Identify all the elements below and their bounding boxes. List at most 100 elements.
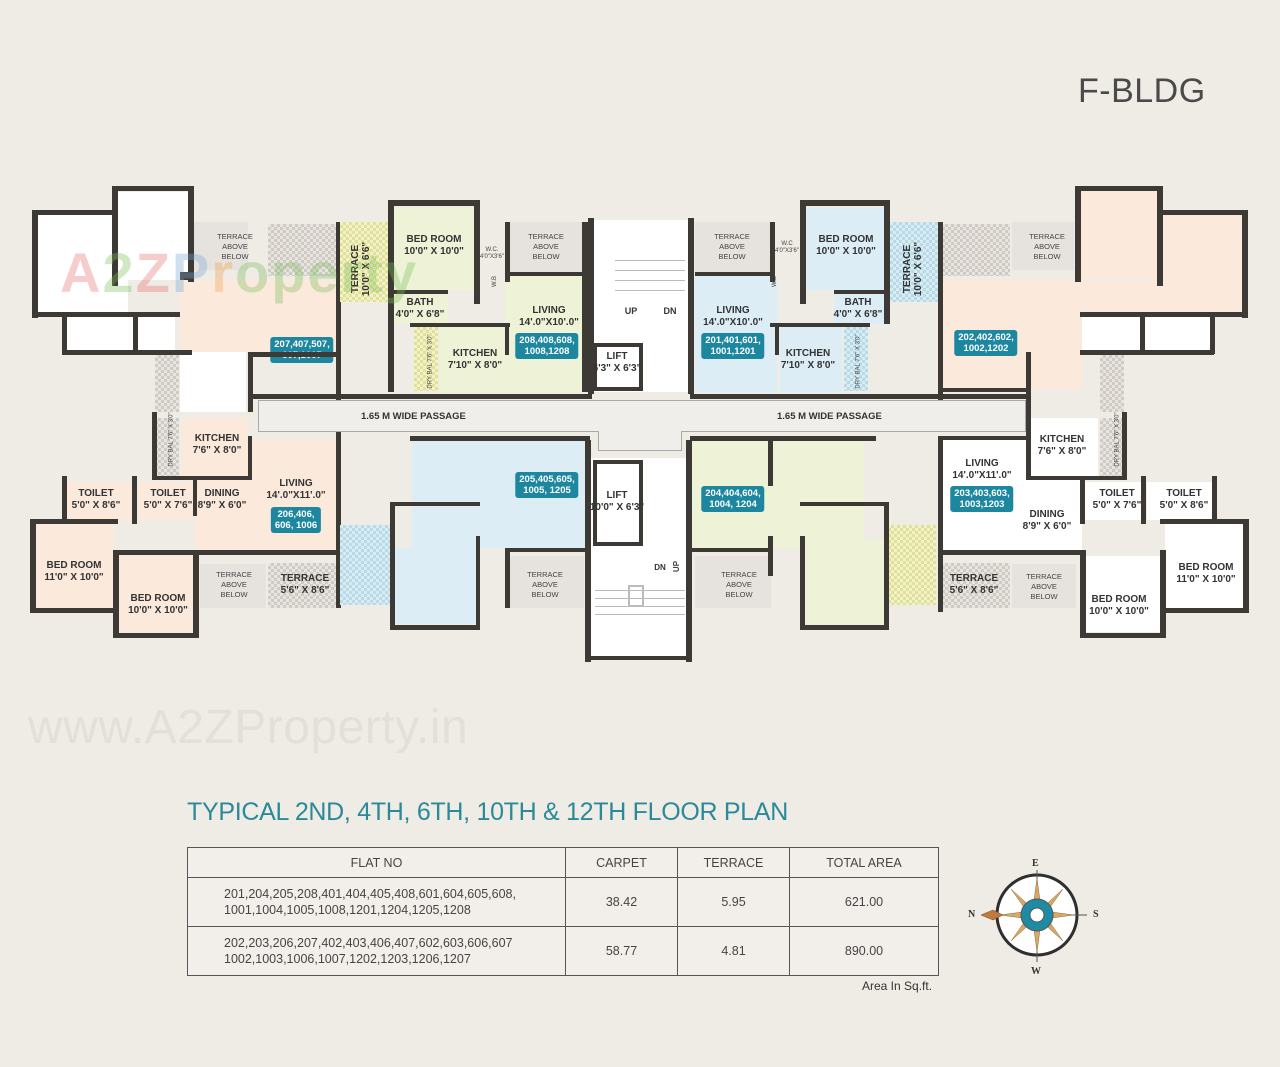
- room-bedroom-tr-2: [1162, 215, 1244, 315]
- terrace-above-bcr: [695, 556, 771, 608]
- terrace-above-bcl: [508, 556, 584, 608]
- terrace-checker-tcr: [890, 222, 938, 302]
- area-table: FLAT NO CARPET TERRACE TOTAL AREA 201,20…: [187, 847, 939, 976]
- room-bedroom-tl-2: [117, 192, 189, 280]
- flat-number-badge: 204,404,604, 1004, 1204: [701, 486, 765, 512]
- carpet-cell: 38.42: [565, 877, 678, 927]
- carpet-cell: 58.77: [565, 926, 678, 976]
- flat-number-badge: 203,403,603, 1003,1203: [950, 486, 1014, 512]
- table-row: 202,203,206,207,402,403,406,407,602,603,…: [187, 926, 939, 976]
- header-flat-no: FLAT NO: [187, 847, 566, 878]
- floor-plan: TERRACE ABOVE BELOW 207,407,507, 607,100…: [30, 186, 1249, 662]
- label-wb-tcl: W.B: [492, 275, 499, 288]
- stair-well: [628, 585, 644, 607]
- room-toilet-br-1: [1085, 482, 1143, 520]
- stair-up-label-bottom: UP: [672, 560, 682, 573]
- flat-number-badge: 205,405,605, 1005, 1205: [515, 472, 579, 498]
- room-kitchen-br: [1030, 418, 1098, 478]
- terrace-checker-br: [942, 563, 1010, 608]
- flat-number-badge: 202,402,602, 1002,1202: [954, 330, 1018, 356]
- drybal-tcr: [844, 327, 868, 391]
- terrace-above-bl: [200, 564, 266, 608]
- room-bedroom-tr-1: [1080, 192, 1162, 280]
- drybal-tcl: [414, 327, 438, 391]
- terrace-above-label: TERRACE ABOVE BELOW: [528, 232, 564, 261]
- terrace-above-label: TERRACE ABOVE BELOW: [714, 232, 750, 261]
- terrace-checker-bcr: [888, 525, 936, 605]
- stair-dn-label-bottom: DN: [654, 563, 666, 572]
- flat-number-badge: 207,407,507, 607,1007: [270, 337, 334, 363]
- label-drybal-tcl: DRY BAL 7'6" X 3'0": [427, 334, 434, 389]
- room-kitchen-bl: [182, 418, 248, 478]
- label-drybal-bl: DRY BAL 7'6" X 3'0": [168, 412, 175, 467]
- terrace-checker-bcl: [340, 525, 390, 605]
- flat-number-badge: 201,401,601, 1001,1201: [701, 333, 765, 359]
- room-living-bl: [248, 440, 336, 552]
- terrace-above-label: TERRACE ABOVE BELOW: [721, 570, 757, 599]
- room-bedroom-tcl: [393, 208, 475, 290]
- terrace-above-tr: [1012, 222, 1074, 270]
- room-bath-tcr: [834, 292, 886, 324]
- terrace-above-br: [1012, 564, 1076, 608]
- corridor-passage: 1.65 M WIDE PASSAGE 1.65 M WIDE PASSAGE: [258, 400, 1026, 432]
- label-wc-tcl: W.C.4'0"X3'6": [480, 247, 504, 260]
- room-toilets-tl: [65, 312, 175, 354]
- terrace-checker-tr: [942, 224, 1010, 276]
- terrace-above-label: TERRACE ABOVE BELOW: [1029, 232, 1065, 261]
- header-carpet: CARPET: [565, 847, 678, 878]
- stair-up-label: UP: [624, 306, 638, 316]
- room-bedroom-bl-2: [118, 556, 194, 632]
- room-dining-bl: [195, 480, 250, 552]
- compass-south-label: S: [1093, 909, 1099, 920]
- room-bedroom-bcr: [806, 540, 886, 624]
- total-area-cell: 621.00: [789, 877, 939, 927]
- terrace-above-label: TERRACE ABOVE BELOW: [527, 570, 563, 599]
- stair-dn-label: DN: [663, 306, 677, 316]
- room-bedroom-br-2: [1084, 556, 1160, 632]
- room-toilet-bl-1: [67, 482, 133, 520]
- room-bedroom-bcl: [395, 548, 480, 624]
- room-toilet-bl-2: [138, 482, 194, 520]
- compass-east-label: E: [1032, 858, 1039, 869]
- passage-lobby: [598, 431, 682, 451]
- table-header-row: FLAT NO CARPET TERRACE TOTAL AREA: [187, 847, 939, 878]
- drybal-tl: [155, 355, 179, 412]
- drybal-bl: [155, 418, 179, 478]
- drybal-br: [1100, 418, 1124, 478]
- passage-label-right: 1.65 M WIDE PASSAGE: [777, 411, 882, 422]
- terrace-checker-bl: [268, 563, 336, 608]
- watermark-logo: A2ZProperty: [60, 241, 419, 304]
- total-area-cell: 890.00: [789, 926, 939, 976]
- room-bedroom-bl-1: [36, 524, 114, 608]
- terrace-above-tcl: [510, 222, 584, 272]
- terrace-above-label: TERRACE ABOVE BELOW: [1026, 572, 1062, 601]
- room-kitchen-tcr: [780, 325, 842, 392]
- terrace-checker-tcl: [340, 222, 390, 302]
- compass-rose-icon: E W N S: [967, 858, 1107, 978]
- drybal-tr: [1100, 355, 1124, 412]
- terrace-cell: 4.81: [677, 926, 790, 976]
- room-bath-tcl: [393, 292, 448, 324]
- area-unit-note: Area In Sq.ft.: [862, 979, 933, 993]
- terrace-above-label: TERRACE ABOVE BELOW: [216, 570, 252, 599]
